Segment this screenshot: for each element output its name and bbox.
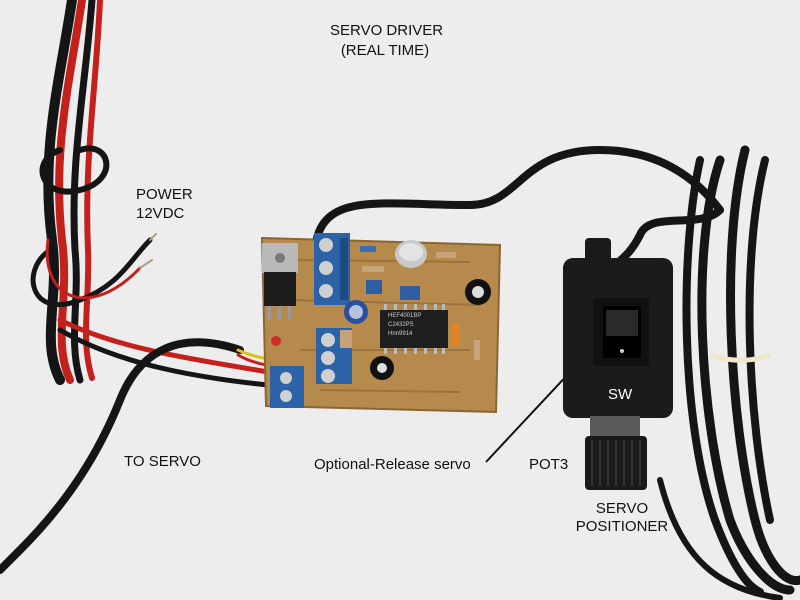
voltage-regulator — [262, 243, 298, 320]
power-cable-bundle — [30, 0, 157, 385]
terminal-block-servo-2 — [270, 366, 304, 408]
switch-label: SW — [608, 386, 633, 403]
title-line2: (REAL TIME) — [340, 42, 430, 59]
trimmer-potentiometers — [370, 279, 491, 380]
servo-cable — [0, 338, 244, 574]
pot3-label: POT3 — [529, 456, 569, 473]
crystal-oscillator — [395, 240, 427, 268]
cable-tie — [709, 352, 771, 363]
power-label-line2: 12VDC — [136, 205, 185, 222]
title-line1: SERVO DRIVER — [330, 22, 444, 39]
coiled-cable-right — [657, 145, 800, 600]
chip-marking-line3: Hnn9914 — [388, 331, 413, 337]
chip-marking-line1: HEF4001BP — [388, 313, 422, 319]
ic-chip — [380, 304, 448, 354]
electrolytic-capacitor — [344, 300, 368, 324]
power-label-line1: POWER — [136, 186, 193, 203]
terminal-block-power — [314, 233, 350, 305]
positioner-label-line1: SERVO — [595, 500, 649, 517]
pot3-knob — [585, 416, 647, 490]
small-components — [271, 246, 480, 360]
positioner-label-line2: POSITIONER — [575, 518, 669, 535]
chip-marking-line2: C2432PS — [388, 322, 414, 328]
control-cable — [311, 145, 724, 254]
switch-box — [563, 238, 673, 418]
optional-release-label: Optional-Release servo — [314, 456, 471, 473]
to-servo-label: TO SERVO — [124, 453, 201, 470]
